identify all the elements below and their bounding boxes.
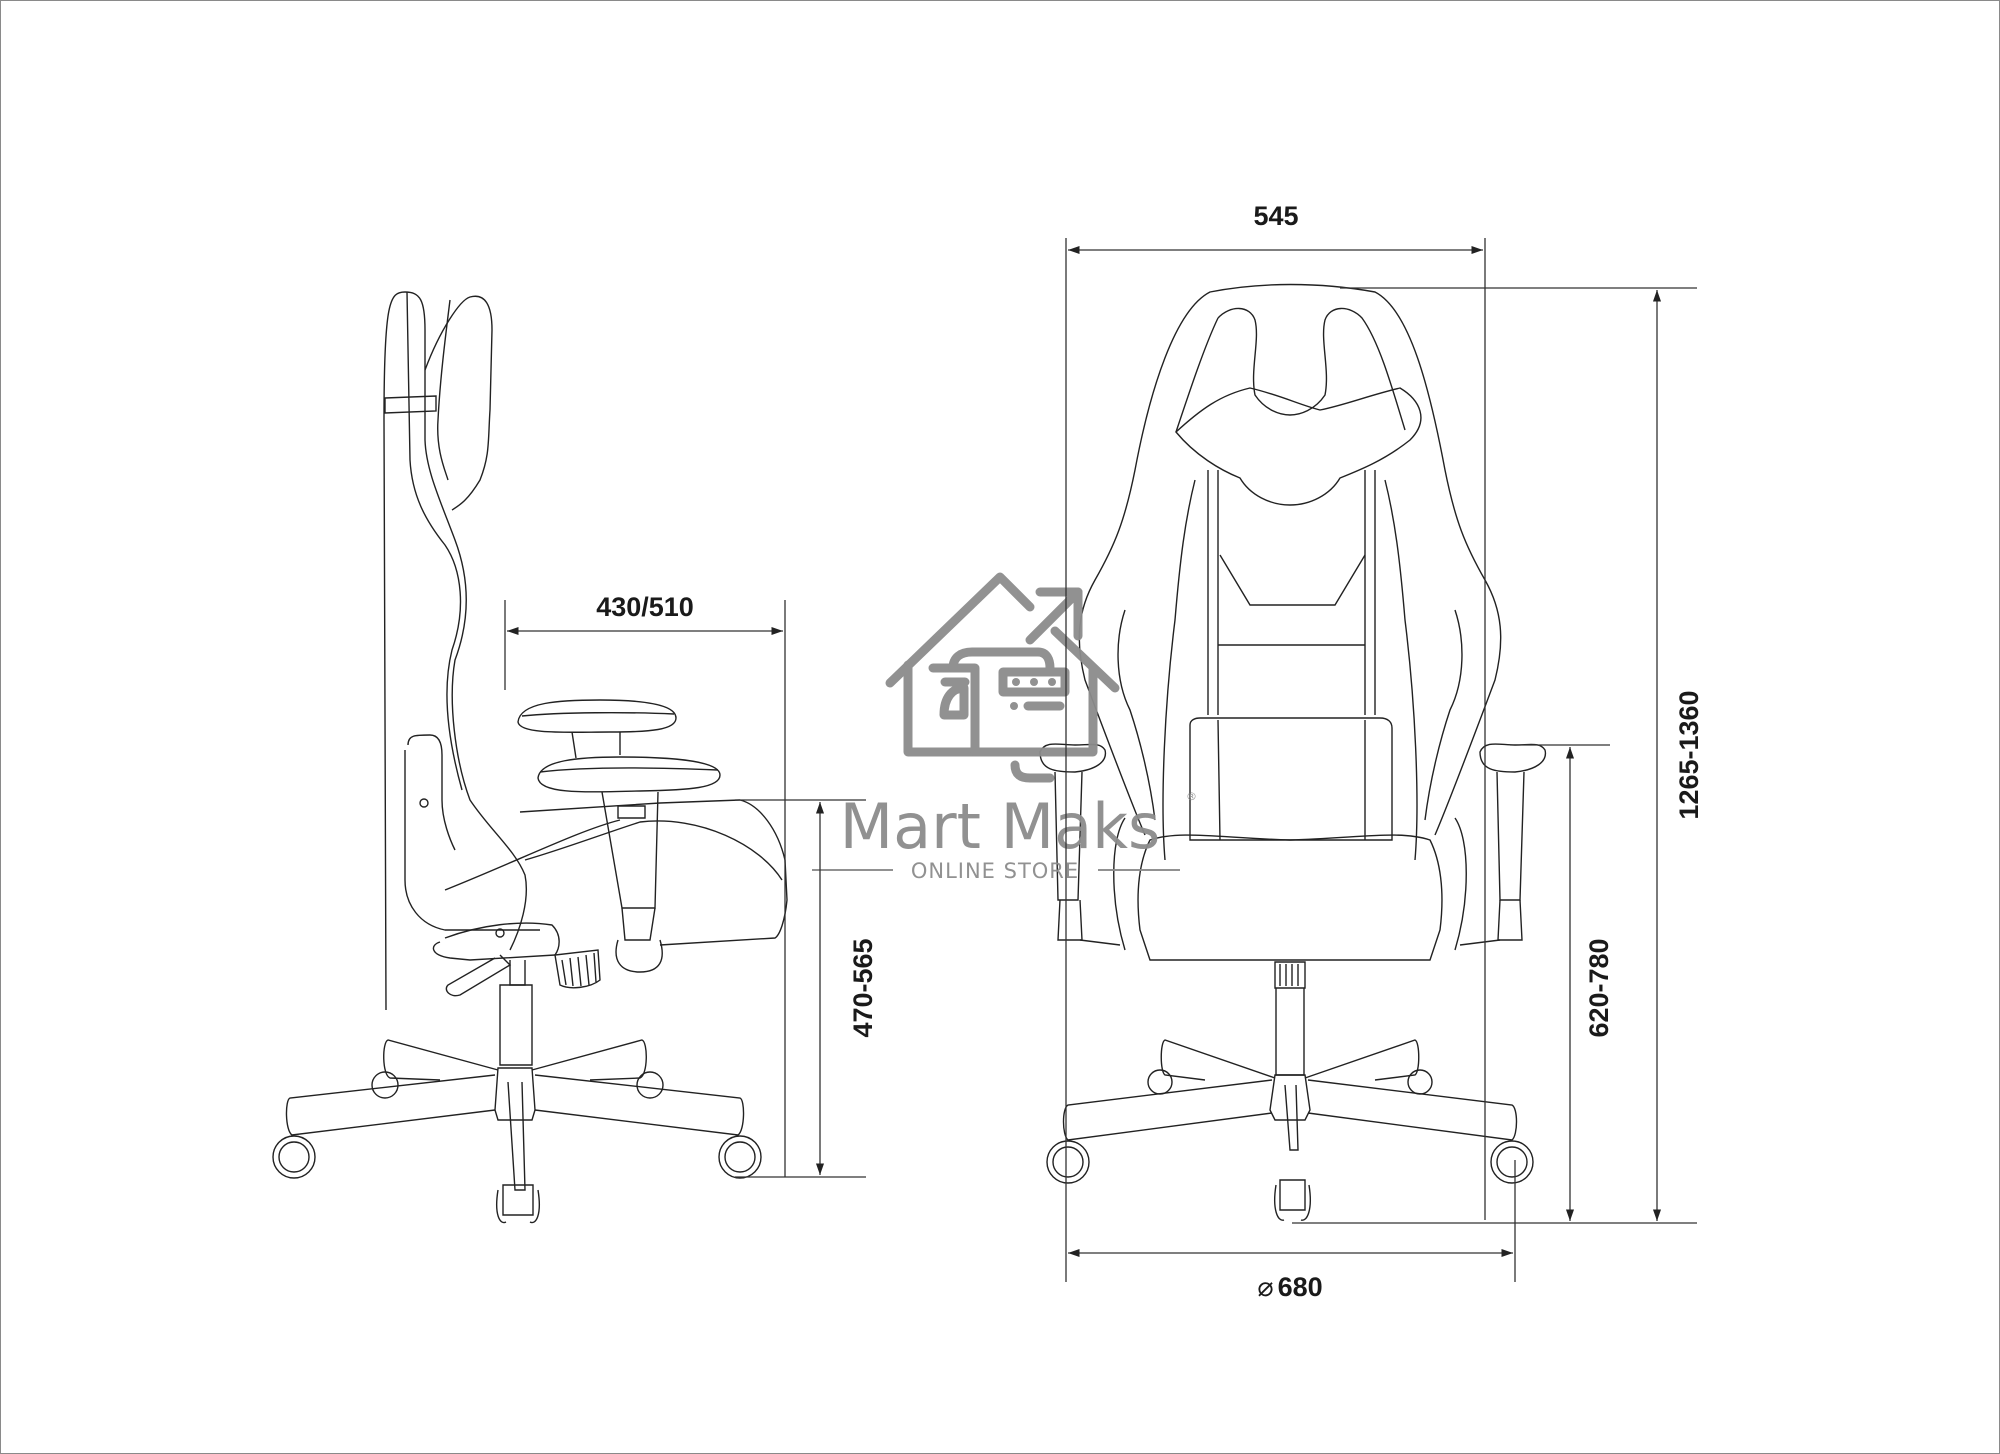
dimension-base-diameter: ⌀680 — [1068, 1160, 1516, 1302]
house-arrow-icon — [885, 572, 1120, 783]
dimension-seat-depth: 430/510 — [504, 592, 786, 1177]
seat-depth-label: 430/510 — [596, 592, 694, 622]
width-label: 545 — [1253, 201, 1298, 231]
base-diameter-label: ⌀680 — [1257, 1272, 1322, 1302]
dimension-armrest-height: 620-780 — [1510, 744, 1614, 1221]
watermark-logo: Mart Maks ® ONLINE STORE — [812, 572, 1197, 883]
total-height-label: 1265-1360 — [1674, 690, 1704, 819]
armrest-height-label: 620-780 — [1584, 938, 1614, 1037]
dimension-seat-height: 470-565 — [735, 799, 878, 1178]
registered-mark: ® — [1186, 790, 1197, 803]
dimension-total-height: 1265-1360 — [1292, 287, 1704, 1224]
side-view-chair — [272, 291, 788, 1224]
diameter-symbol: ⌀ — [1257, 1272, 1273, 1302]
brand-tagline: ONLINE STORE — [911, 859, 1079, 883]
dimension-width: 545 — [1065, 201, 1486, 1282]
front-view-chair — [1039, 283, 1547, 1221]
seat-height-label: 470-565 — [848, 938, 878, 1037]
brand-name: Mart Maks — [840, 790, 1161, 863]
